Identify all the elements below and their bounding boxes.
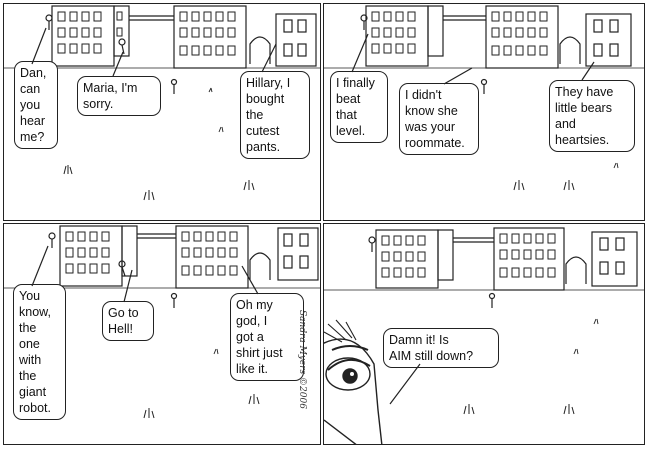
bubble-tail [31, 27, 47, 65]
campus-background [324, 227, 644, 444]
bubble-tail [581, 61, 595, 81]
bubble-tail [31, 245, 49, 287]
panel-3: You know, the one with the giant robot. … [3, 223, 321, 445]
speech-bubble-left: I finally beat that level. [330, 71, 388, 143]
bubble-tail [241, 265, 259, 295]
panel-2: I finally beat that level. I didn't know… [323, 3, 645, 221]
speech-bubble-closeup: Damn it! Is AIM still down? [383, 328, 499, 368]
character-closeup [324, 319, 383, 444]
speech-bubble-middle: I didn't know she was your roommate. [399, 83, 479, 155]
bubble-tail [443, 67, 473, 85]
speech-bubble-left: Dan, can you hear me? [14, 61, 58, 149]
campus-background [324, 5, 644, 191]
panel-1: Dan, can you hear me? Maria, I'm sorry. … [3, 3, 321, 221]
speech-bubble-middle: Go to Hell! [102, 301, 154, 341]
bubble-tail [261, 43, 277, 73]
artist-signature: Sandra Myers ©2006 [297, 310, 307, 409]
bubble-tail [351, 33, 369, 73]
bubble-tail [112, 51, 124, 77]
speech-bubble-right: Hillary, I bought the cutest pants. [240, 71, 310, 159]
speech-bubble-left: You know, the one with the giant robot. [13, 284, 66, 420]
speech-bubble-middle: Maria, I'm sorry. [77, 76, 161, 116]
bubble-tail [123, 269, 133, 303]
bubble-tail [389, 363, 421, 405]
panel-4: Damn it! Is AIM still down? [323, 223, 645, 445]
speech-bubble-right: Oh my god, I got a shirt just like it. [230, 293, 304, 381]
campus-background [4, 5, 320, 201]
speech-bubble-right: They have little bears and heartsies. [549, 80, 635, 152]
